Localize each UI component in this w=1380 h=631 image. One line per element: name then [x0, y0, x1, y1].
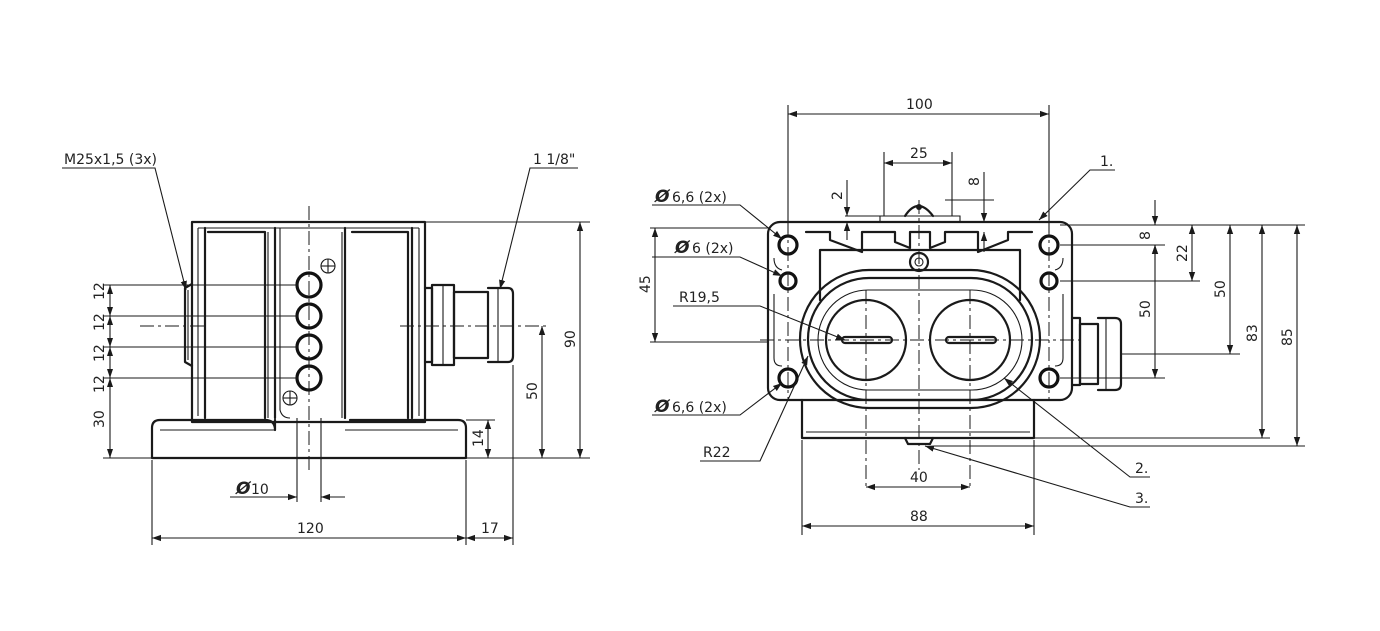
dim-hole-2: 12 [92, 313, 108, 331]
diameter-symbol-1: Ø [654, 187, 671, 207]
hole-66-top: 6,6 (2x) [672, 190, 727, 206]
top-view: 100 25 2 8 1. 2. 3. Ø 6,6 (2x) Ø 6 (2x) … [638, 97, 1305, 535]
radius-195: R19,5 [679, 290, 720, 306]
conduit-fitting-right [1070, 316, 1123, 392]
inner-recess [818, 248, 1022, 302]
callout-3: 3. [1135, 491, 1148, 507]
radius-22: R22 [703, 445, 731, 461]
dim-mounting-span: 100 [906, 97, 933, 113]
dim-width: 120 [297, 521, 324, 537]
dim-small-2: 2 [830, 191, 846, 200]
body-outline [190, 220, 427, 424]
dim-conduit-height: 50 [525, 382, 541, 400]
dim-total-height: 90 [563, 330, 579, 348]
diameter-symbol-2: Ø [674, 238, 691, 258]
side-view: M25x1,5 (3x) 1 1/8" 12 12 12 12 30 14 50… [62, 152, 590, 545]
dim-hole-3: 12 [92, 344, 108, 362]
diameter-symbol: Ø [235, 479, 252, 499]
lens-cover-outer [798, 268, 1042, 410]
dim-50-inner: 50 [1138, 300, 1154, 318]
dim-83: 83 [1245, 324, 1261, 342]
dim-small-8: 8 [967, 177, 983, 186]
hole-6: 6 (2x) [692, 241, 733, 257]
dim-50-outer: 50 [1213, 280, 1229, 298]
dim-top-center: 25 [910, 146, 928, 162]
thread-note: M25x1,5 (3x) [64, 152, 157, 168]
diameter-symbol-3: Ø [654, 397, 671, 417]
dim-conduit-length: 17 [481, 521, 499, 537]
dim-85: 85 [1280, 328, 1296, 346]
dim-base-to-hole: 30 [92, 410, 108, 428]
dim-hole-4: 12 [92, 375, 108, 393]
dim-22: 22 [1175, 244, 1191, 262]
dim-diameter: 10 [251, 482, 269, 498]
thread-boss [183, 282, 194, 368]
dim-8-right: 8 [1138, 231, 1154, 240]
conduit-fitting [423, 283, 515, 367]
dim-base-thickness: 14 [471, 429, 487, 447]
dim-hole-1: 12 [92, 282, 108, 300]
dim-45: 45 [638, 275, 654, 293]
dim-40: 40 [910, 470, 928, 486]
hole-66-bottom: 6,6 (2x) [672, 400, 727, 416]
dim-88: 88 [910, 509, 928, 525]
callout-2: 2. [1135, 461, 1148, 477]
callout-1: 1. [1100, 154, 1113, 170]
conduit-note: 1 1/8" [533, 152, 575, 168]
